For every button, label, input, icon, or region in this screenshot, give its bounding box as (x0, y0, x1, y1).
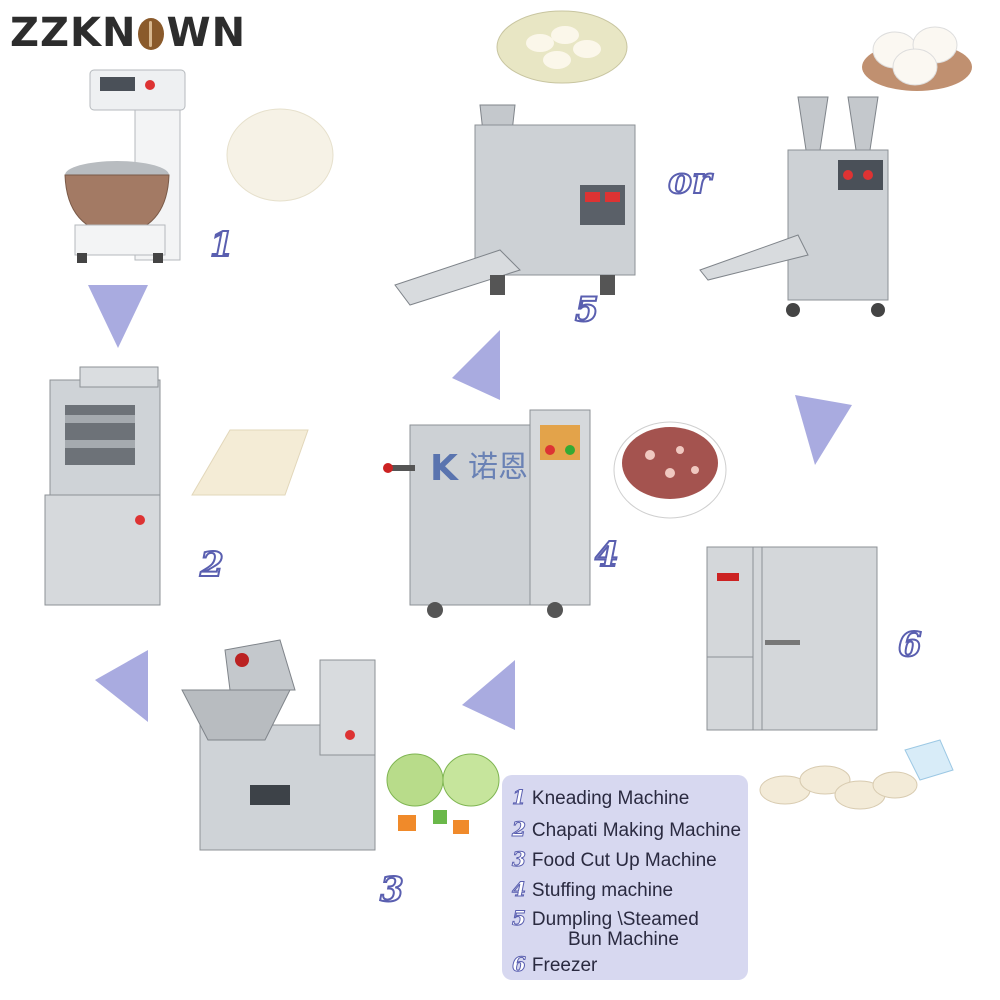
brand-text-part1: ZZKN (10, 10, 137, 56)
steamed-buns-image (862, 26, 972, 91)
food-cut-up-machine-image (181, 639, 376, 851)
dumplings-plate-image (496, 10, 628, 84)
arrow-3-to-4 (462, 660, 515, 730)
steamed-bun-machine-image (699, 96, 889, 317)
meat-filling-bowl-image (613, 421, 727, 519)
watermark-text: 诺恩 (468, 450, 528, 485)
dumpling-machine-image (394, 104, 636, 306)
legend-item-5-continuation: Bun Machine (568, 929, 679, 950)
or-label: or (667, 159, 712, 203)
dough-ball-image (226, 108, 334, 202)
kneading-machine-image (64, 69, 186, 263)
arrow-1-to-2 (88, 285, 148, 348)
arrow-4-to-5 (452, 330, 500, 400)
chapati-making-machine-image (44, 366, 161, 606)
svg-text:K: K (430, 448, 459, 489)
arrow-2-to-3 (95, 650, 148, 722)
coffee-bean-icon (138, 18, 165, 50)
frozen-dumplings-ice-image (759, 739, 954, 810)
vegetables-image (386, 753, 500, 834)
step-number-1: 1 (209, 224, 235, 266)
brand-text-part2: WN (166, 10, 247, 56)
freezer-image (706, 546, 878, 731)
step-number-3: 3 (379, 869, 405, 911)
step-number-5: 5 (574, 289, 600, 331)
step-number-4: 4 (594, 534, 620, 576)
dough-sheet-image (191, 429, 309, 496)
step-number-2: 2 (199, 544, 225, 586)
stuffing-machine-image: K 诺恩 (383, 409, 591, 618)
arrow-5-to-6 (795, 395, 852, 465)
step-number-6: 6 (897, 624, 923, 666)
brand-logo: ZZKN WN (10, 10, 246, 56)
